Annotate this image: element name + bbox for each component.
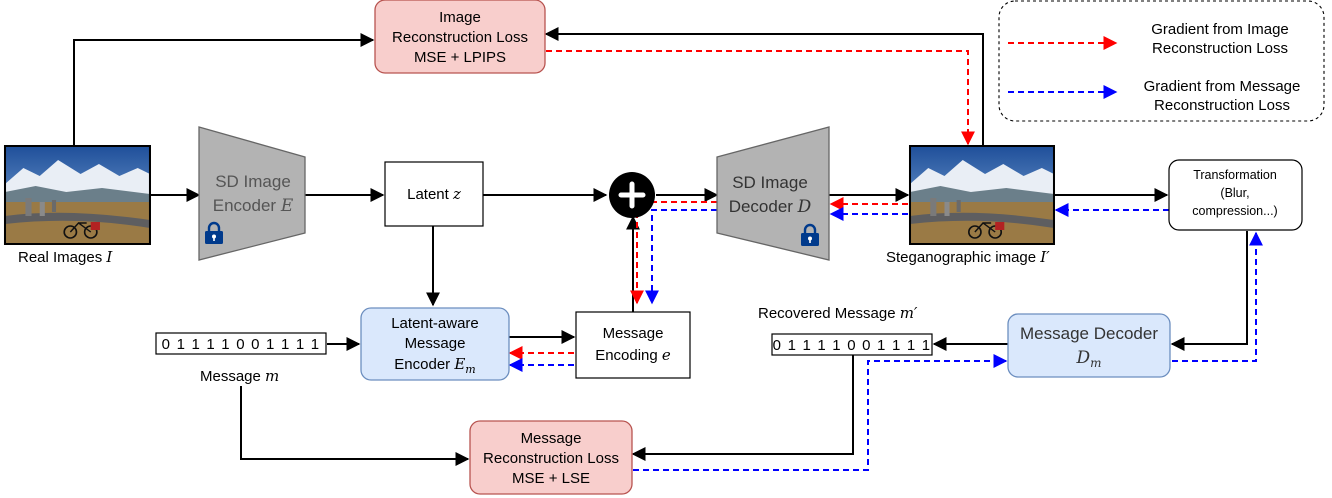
sd-image-encoder-node: SD Image Encoder E (198, 126, 306, 261)
message-label: Message m (200, 367, 279, 385)
real-images-label: Real Images I (18, 248, 113, 266)
recovered-message-title: Recovered Message m′ (758, 304, 918, 322)
grad-blue-decoder-to-encoding (645, 209, 717, 305)
message-decoder-title: Message Decoder (1020, 324, 1158, 343)
sd-encoder-title: SD Image (215, 172, 291, 191)
encoder-m-title: Latent-aware (391, 315, 479, 332)
recovered-message-bits: 0 1 1 1 1 0 0 1 1 1 1 (773, 337, 932, 354)
image-reconstruction-loss-node: Image Reconstruction Loss MSE + LPIPS (374, 0, 546, 74)
latent-label: Latent z (407, 185, 461, 203)
message-decoder-symbol: Dm (1075, 348, 1101, 370)
legend-red-line2: Reconstruction Loss (1152, 40, 1288, 57)
edges-gradient-message-loss (508, 203, 1263, 471)
real-image-thumbnail (3, 145, 152, 245)
grad-blue-loss-to-msg-decoder (633, 354, 1008, 471)
message-encoding-title: Message (603, 325, 664, 342)
image-loss-metrics: MSE + LPIPS (414, 49, 506, 66)
legend-blue-line1: Gradient from Message (1144, 78, 1301, 95)
steganographic-image-thumbnail (908, 145, 1056, 245)
edge-steg-to-image-loss (544, 27, 984, 146)
steganographic-image-label: Steganographic image I′ (886, 248, 1050, 266)
message-bits: 0 1 1 1 1 0 0 1 1 1 1 (162, 336, 321, 353)
image-loss-subtitle: Reconstruction Loss (392, 29, 528, 46)
edge-transform-to-msg-decoder (1170, 231, 1248, 351)
encoder-m-line3: Encoder Em (394, 355, 475, 376)
transformation-line3: compression...) (1192, 204, 1277, 218)
plus-icon (618, 181, 646, 209)
legend-red-line1: Gradient from Image (1151, 21, 1289, 38)
message-loss-title: Message (521, 430, 582, 447)
message-node: 0 1 1 1 1 0 0 1 1 1 1 Message m (155, 332, 327, 385)
sd-image-decoder-node: SD Image Decoder D (716, 126, 830, 261)
latent-aware-message-encoder-node: Latent-aware Message Encoder Em (360, 307, 510, 381)
transformation-title: Transformation (1193, 168, 1277, 182)
sd-decoder-subtitle: Decoder D (729, 197, 812, 217)
image-loss-title: Image (439, 9, 481, 26)
sd-decoder-title: SD Image (732, 173, 808, 192)
encoder-m-line2: Message (405, 335, 466, 352)
edge-message-to-message-loss (240, 386, 470, 466)
legend: Gradient from Image Reconstruction Loss … (998, 0, 1325, 122)
message-encoding-node: Message Encoding e (575, 311, 691, 379)
transformation-node: Transformation (Blur, compression...) (1168, 159, 1303, 231)
latent-node: Latent z (384, 161, 484, 227)
sd-encoder-subtitle: Encoder E (213, 196, 294, 216)
message-encoding-subtitle: Encoding e (595, 346, 671, 364)
message-reconstruction-loss-node: Message Reconstruction Loss MSE + LSE (469, 420, 633, 495)
grad-blue-msg-decoder-to-transform (1172, 231, 1263, 362)
recovered-message-node: Recovered Message m′ 0 1 1 1 1 0 0 1 1 1… (758, 304, 933, 356)
steganographic-image-node: Steganographic image I′ (886, 145, 1056, 266)
message-loss-metrics: MSE + LSE (512, 470, 590, 487)
transformation-line2: (Blur, (1220, 186, 1249, 200)
real-images-node: Real Images I (3, 145, 152, 266)
message-loss-subtitle: Reconstruction Loss (483, 450, 619, 467)
message-decoder-node: Message Decoder Dm (1007, 313, 1171, 378)
edge-real-to-image-loss (73, 33, 375, 146)
legend-blue-line2: Reconstruction Loss (1154, 97, 1290, 114)
edge-recovered-to-message-loss (631, 355, 854, 461)
grad-red-decoder-to-encoding (630, 201, 717, 305)
grad-red-loss-to-steg (546, 50, 975, 146)
add-operator (609, 172, 655, 218)
